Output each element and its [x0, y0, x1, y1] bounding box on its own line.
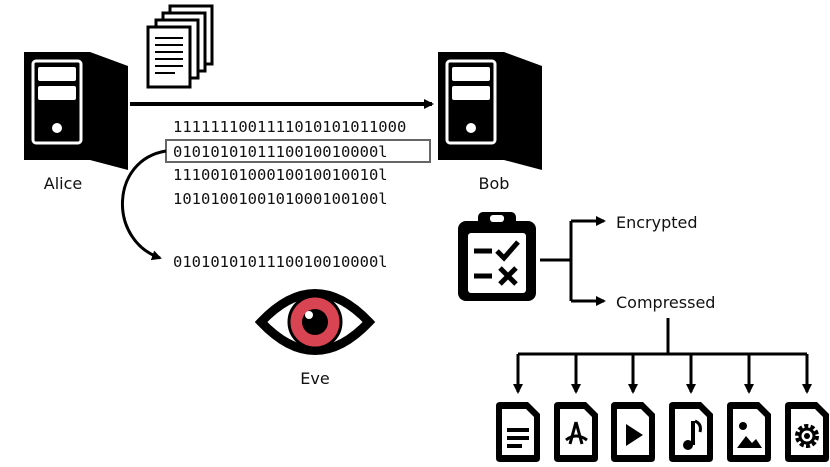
- image-file-icon: [727, 402, 771, 462]
- encrypted-label: Encrypted: [616, 213, 698, 232]
- bitstream-line: 1110010100010010010010l: [173, 166, 388, 184]
- bob-label: Bob: [479, 174, 510, 193]
- bob-server-icon: [438, 52, 542, 170]
- audio-file-icon: [669, 402, 713, 462]
- classification-connector: [540, 216, 606, 306]
- text-file-icon: [496, 402, 540, 462]
- file-type-tree: [513, 318, 812, 394]
- eye-icon: [254, 289, 376, 355]
- documents-icon: [146, 4, 214, 89]
- video-file-icon: [611, 402, 655, 462]
- alice-label: Alice: [44, 174, 82, 193]
- bitstream-line: 0101010101110010010000l: [173, 143, 388, 161]
- settings-file-icon: [785, 402, 829, 462]
- intercepted-bits: 0101010101110010010000l: [173, 253, 388, 271]
- clipboard-checklist-icon: [458, 212, 536, 301]
- alice-server-icon: [24, 52, 128, 170]
- bitstream-line: 1111111001111010101011000: [173, 118, 406, 136]
- compressed-label: Compressed: [616, 293, 715, 312]
- bitstream-line: 1010100100101000100100l: [173, 190, 388, 208]
- eve-label: Eve: [300, 369, 329, 388]
- intercept-arrow: [121, 149, 167, 261]
- pdf-file-icon: [554, 402, 598, 462]
